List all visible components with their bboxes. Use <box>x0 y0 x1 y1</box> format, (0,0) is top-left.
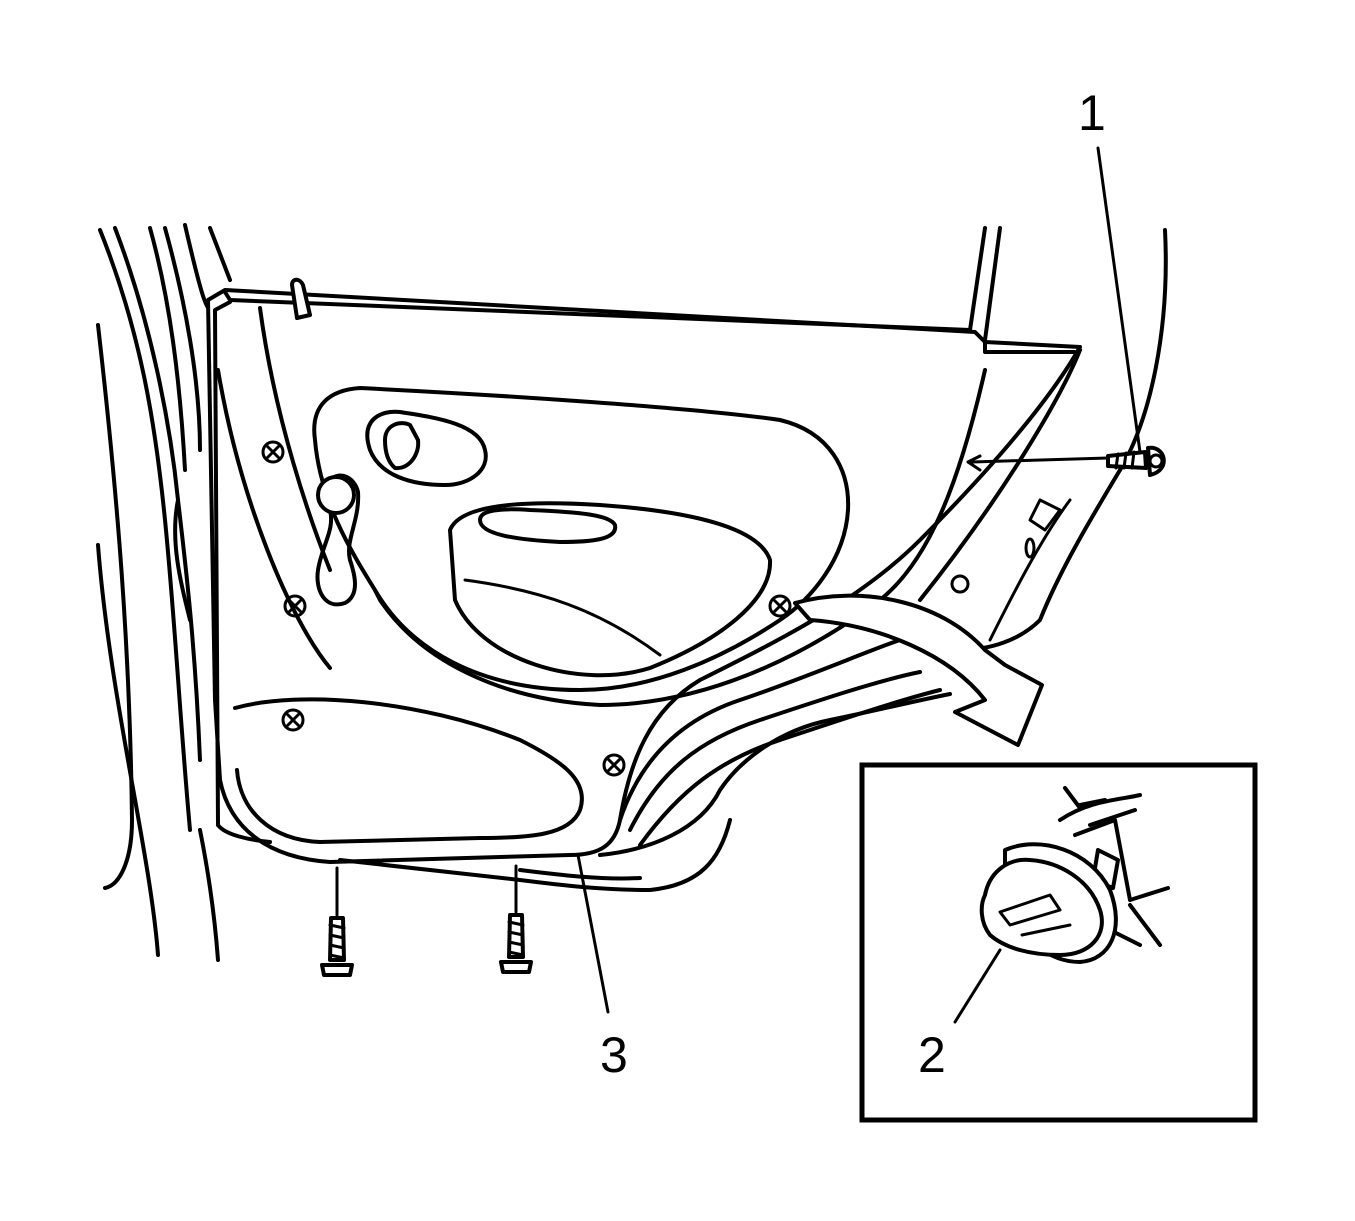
door-trim-panel <box>206 277 1082 892</box>
screw-head <box>283 594 307 618</box>
door-frame-pillar <box>96 223 232 962</box>
leader-lines <box>576 146 1142 1024</box>
callout-1: 1 <box>1078 85 1106 141</box>
panel-screws <box>261 440 792 777</box>
detail-pointer-arrow <box>793 593 1044 747</box>
screw-head <box>261 440 285 464</box>
callout-3: 3 <box>600 1027 628 1083</box>
screw-head <box>602 753 626 777</box>
screw-item-1 <box>966 445 1166 477</box>
leader-line-1 <box>1096 146 1142 454</box>
lower-screw-right <box>499 864 533 974</box>
screw-head <box>281 708 305 732</box>
lower-screws <box>320 864 533 977</box>
detail-inset <box>859 762 1258 1123</box>
callout-2: 2 <box>918 1027 946 1083</box>
screw-head <box>768 594 792 618</box>
lower-screw-left <box>320 866 354 977</box>
leader-line-3 <box>576 853 610 1014</box>
door-frame-rear <box>918 226 1168 652</box>
leader-line-2 <box>953 948 1002 1024</box>
